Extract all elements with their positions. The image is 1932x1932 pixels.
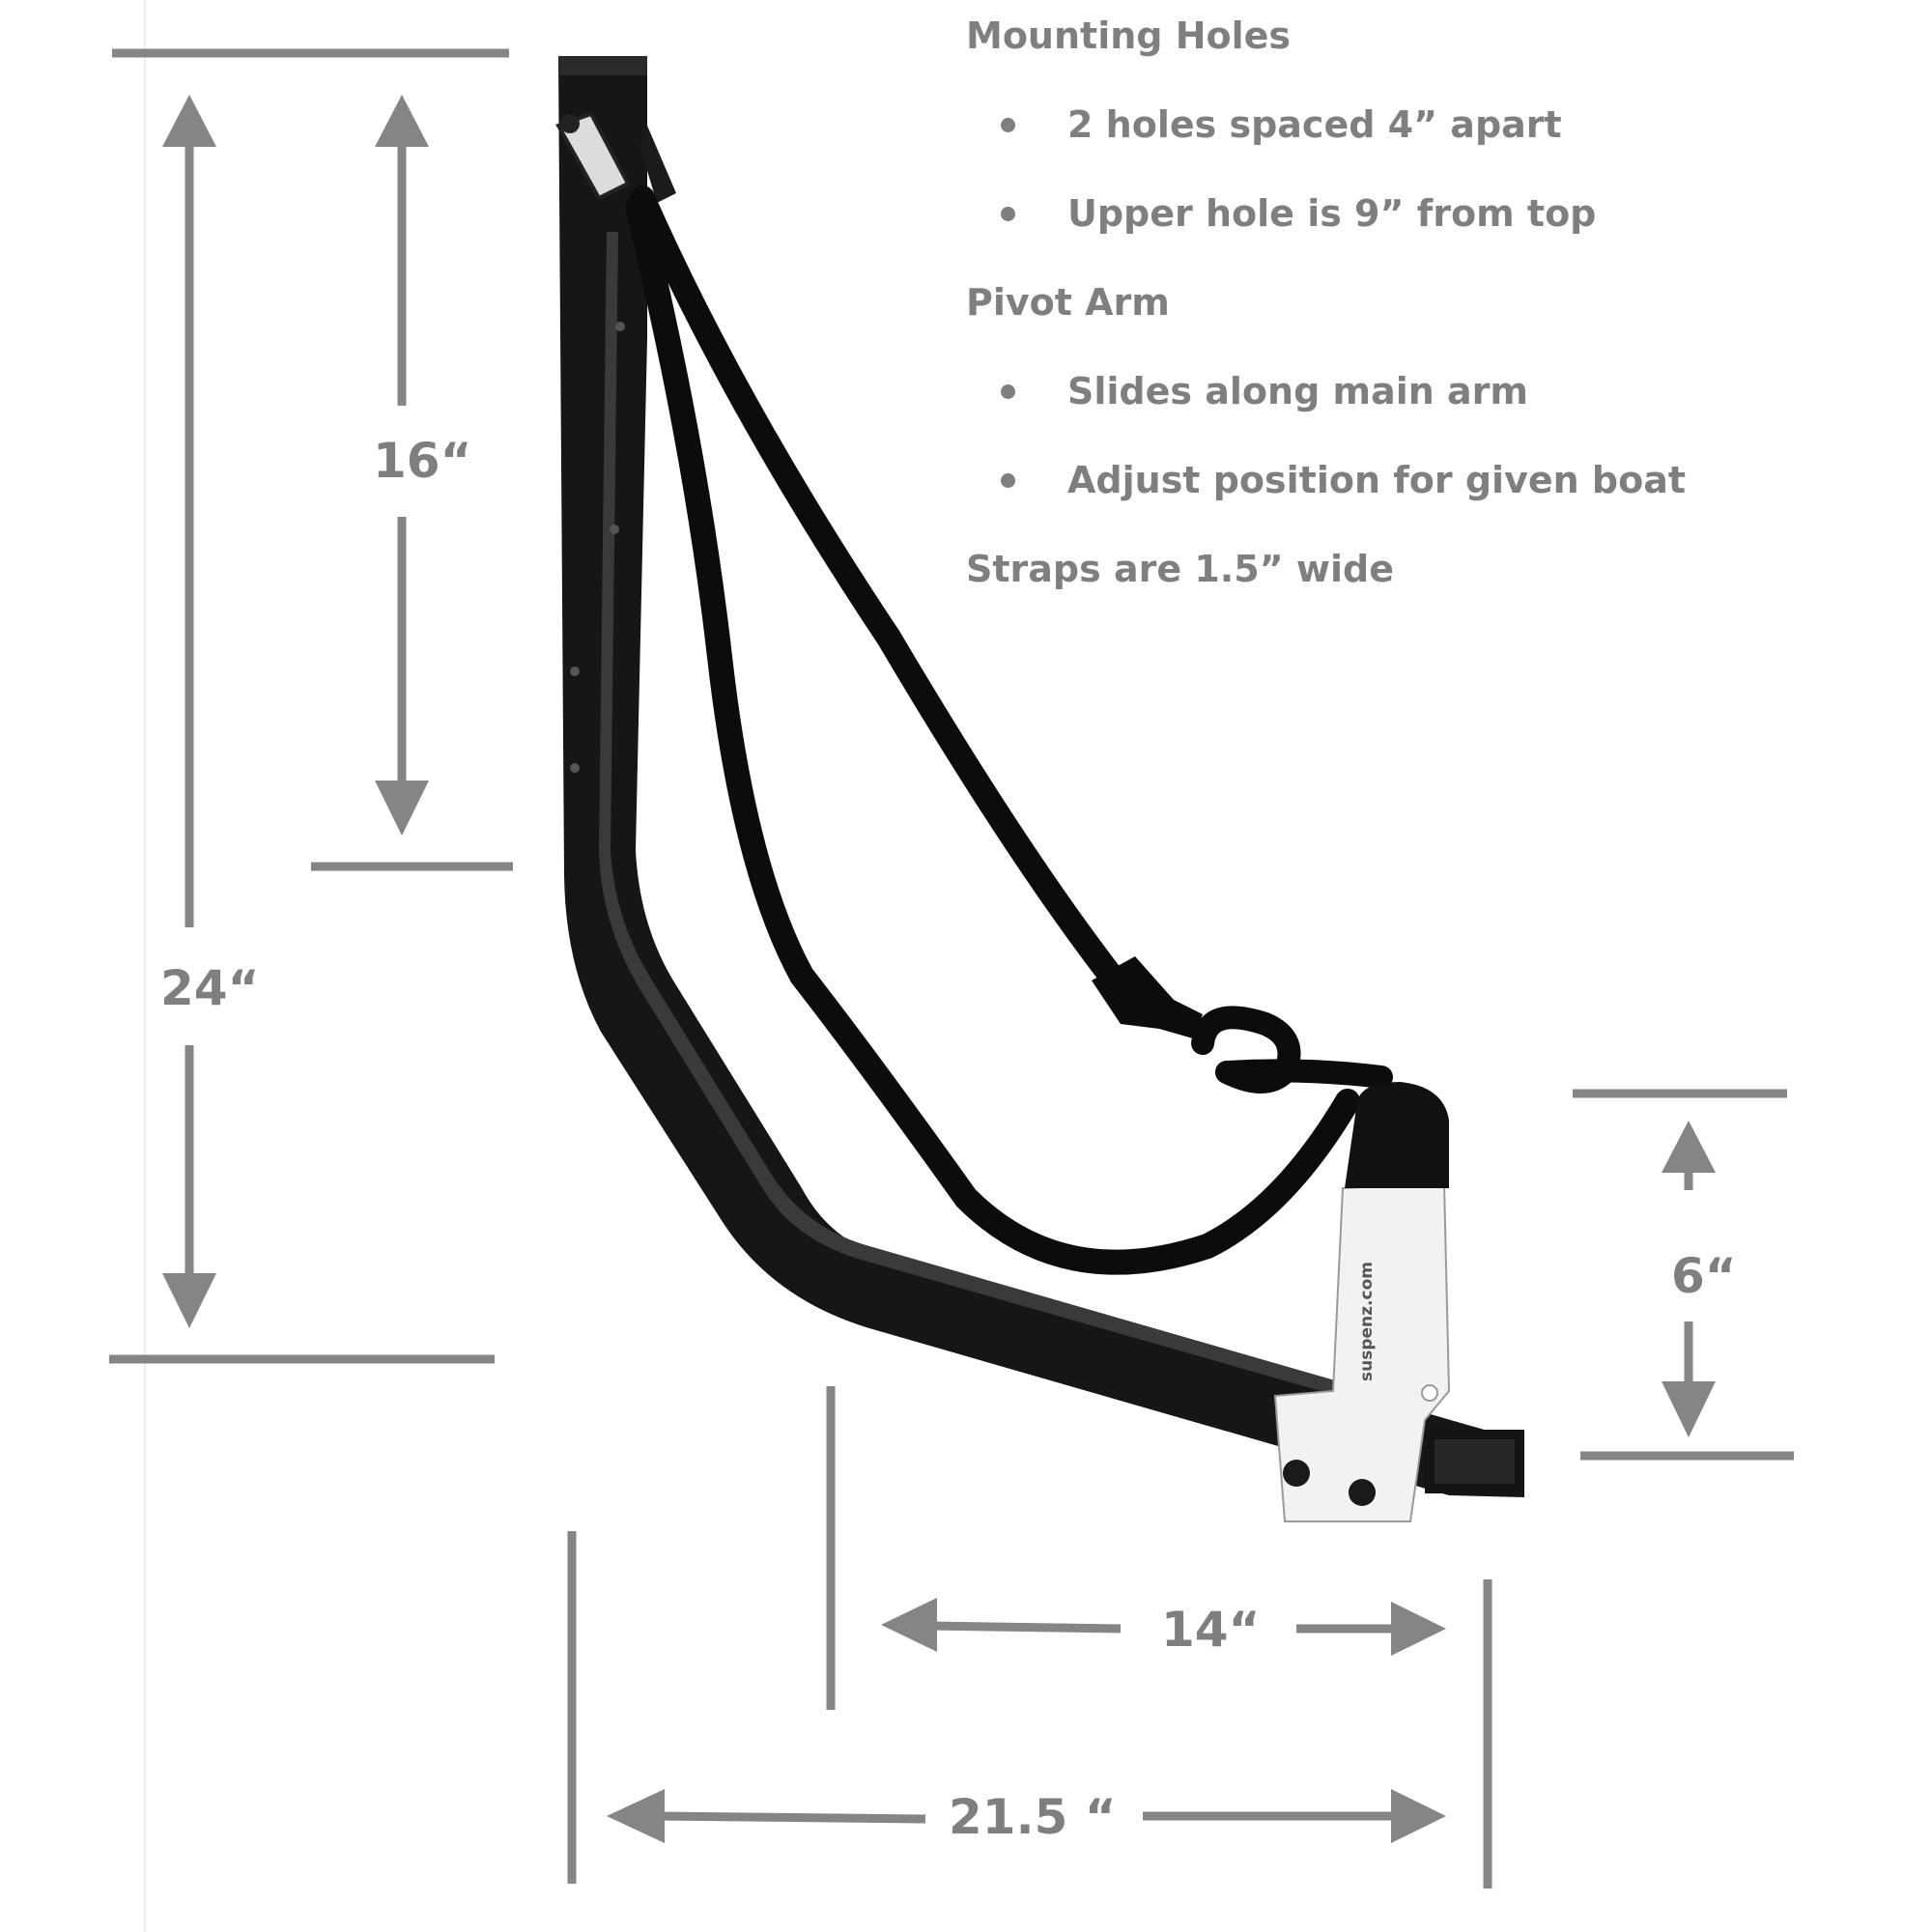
strap-buckle bbox=[1092, 956, 1203, 1038]
strap-inner bbox=[625, 195, 1360, 1275]
dimension-total-height: 24“ bbox=[109, 48, 509, 1364]
mounting-holes-list: 2 holes spaced 4” apart Upper hole is 9”… bbox=[966, 102, 1700, 236]
arrow-right-icon bbox=[1391, 1602, 1446, 1656]
brand-label: suspenz.com bbox=[1357, 1262, 1377, 1381]
dim-line-21-left bbox=[656, 1811, 926, 1824]
pivot-item-text: Slides along main arm bbox=[1067, 370, 1529, 412]
arrow-down-icon bbox=[162, 1273, 216, 1328]
mounting-hole-side bbox=[570, 667, 580, 676]
top-strap-clip bbox=[555, 111, 631, 201]
pivot-arm-heading: Pivot Arm bbox=[966, 281, 1170, 324]
bullet-icon bbox=[1001, 118, 1015, 132]
rack-top-cap bbox=[558, 56, 647, 75]
bracket-bolt-right bbox=[1349, 1479, 1376, 1506]
list-item: 2 holes spaced 4” apart bbox=[966, 102, 1700, 147]
strap-tail bbox=[1215, 1059, 1393, 1089]
top-strap-anchor bbox=[639, 126, 676, 203]
arrow-down-icon bbox=[1662, 1381, 1716, 1437]
specification-notes: Mounting Holes 2 holes spaced 4” apart U… bbox=[966, 14, 1700, 636]
mounting-holes-heading: Mounting Holes bbox=[966, 14, 1292, 57]
pivot-arm-bracket bbox=[1273, 1181, 1451, 1522]
dimension-bracket-height: 6“ bbox=[1573, 1089, 1794, 1461]
arrow-up-icon bbox=[162, 95, 216, 147]
top-clip-bolt bbox=[560, 114, 580, 133]
mounting-item-text: Upper hole is 9” from top bbox=[1067, 192, 1597, 235]
dimension-arm-total: 21.5 “ bbox=[567, 1531, 1446, 1884]
arm-end-opening bbox=[1435, 1439, 1515, 1484]
dimension-arm-inner: 14“ bbox=[826, 1386, 1492, 1889]
bullet-icon bbox=[1001, 384, 1015, 399]
arrow-up-icon bbox=[375, 95, 429, 147]
dim-label-14: 14“ bbox=[1161, 1602, 1260, 1658]
list-item: Adjust position for given boat bbox=[966, 458, 1700, 502]
straps-note: Straps are 1.5” wide bbox=[966, 548, 1394, 590]
arrow-down-icon bbox=[375, 781, 429, 836]
arrow-up-icon bbox=[1662, 1121, 1716, 1173]
mounting-hole-lower bbox=[610, 525, 619, 534]
bullet-icon bbox=[1001, 207, 1015, 221]
pivot-arm-pad bbox=[1345, 1082, 1449, 1188]
dim-label-6: 6“ bbox=[1671, 1248, 1737, 1304]
bracket-hole bbox=[1421, 1384, 1438, 1402]
arrow-left-icon bbox=[607, 1789, 665, 1843]
dim-label-16: 16“ bbox=[373, 433, 471, 489]
arrow-right-icon bbox=[1391, 1789, 1446, 1843]
dim-label-21-5: 21.5 “ bbox=[949, 1789, 1117, 1845]
pivot-arm-list: Slides along main arm Adjust position fo… bbox=[966, 369, 1700, 502]
list-item: Upper hole is 9” from top bbox=[966, 191, 1700, 236]
mounting-item-text: 2 holes spaced 4” apart bbox=[1067, 103, 1562, 146]
mounting-hole-side-lower bbox=[570, 763, 580, 773]
dim-line-14-left bbox=[926, 1621, 1122, 1634]
mounting-hole-upper bbox=[615, 322, 625, 331]
list-item: Slides along main arm bbox=[966, 369, 1700, 413]
pivot-item-text: Adjust position for given boat bbox=[1067, 459, 1687, 501]
dimension-upper-height: 16“ bbox=[311, 95, 513, 871]
dim-label-24: 24“ bbox=[160, 960, 259, 1016]
strap-outer bbox=[630, 185, 1201, 1037]
arrow-left-icon bbox=[881, 1598, 937, 1652]
bullet-icon bbox=[1001, 473, 1015, 488]
kayak-rack-illustration: suspenz.com bbox=[555, 56, 1524, 1522]
bracket-bolt-left bbox=[1283, 1460, 1310, 1487]
